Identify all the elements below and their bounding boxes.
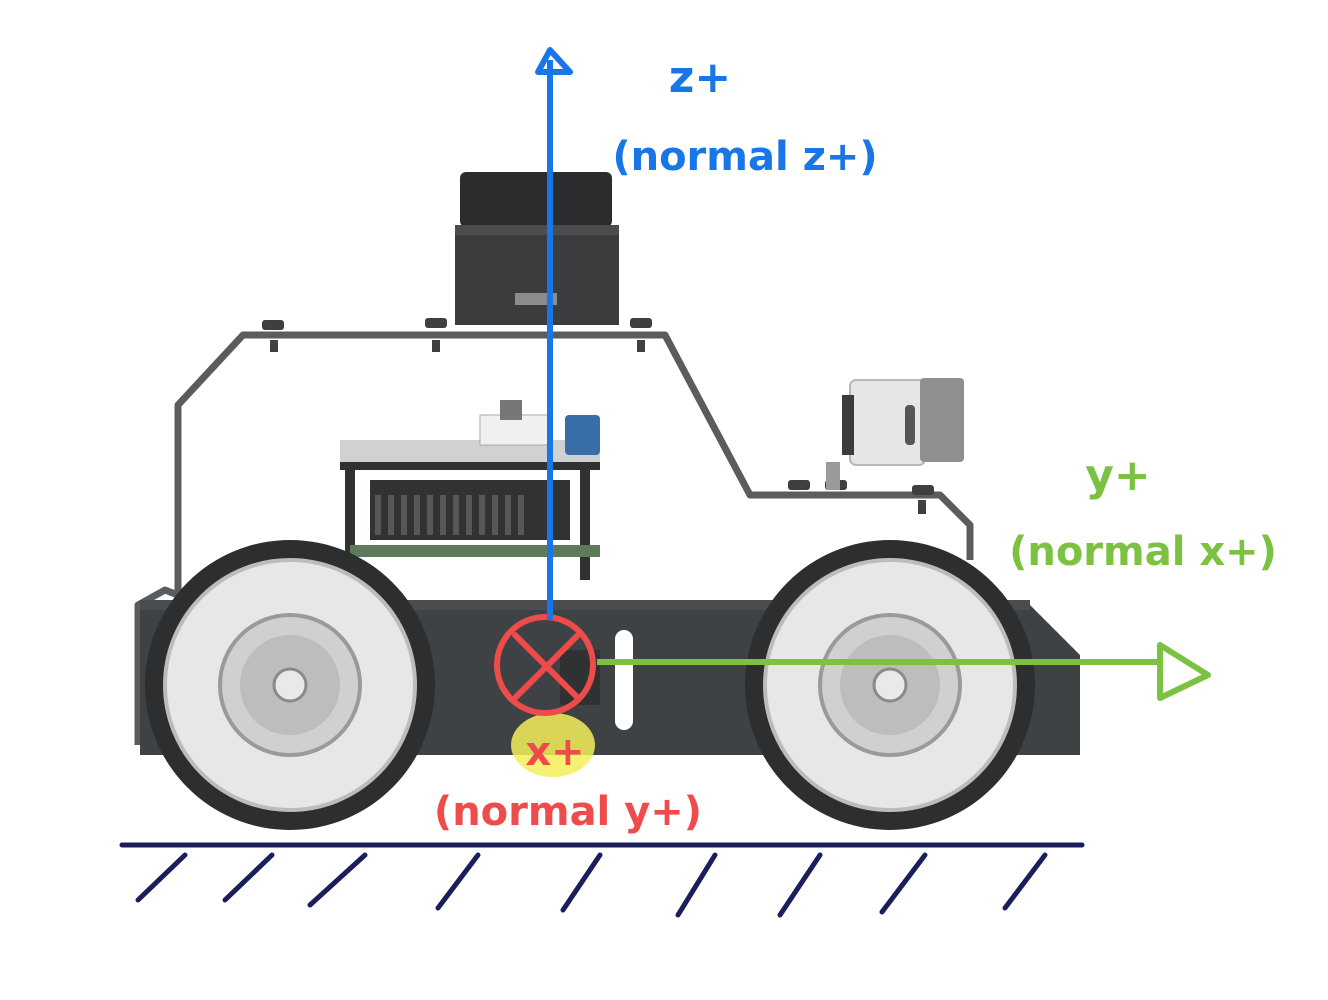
controller-boards: [340, 400, 600, 580]
camera-module: [826, 378, 964, 490]
robot-frame: [134, 331, 974, 745]
y-axis-normal-label: (normal x+): [1009, 529, 1277, 575]
x-axis-normal-label: (normal y+): [434, 789, 702, 835]
y-axis-label: y+: [1085, 450, 1151, 501]
z-axis-normal-label: (normal z+): [612, 134, 877, 180]
front-mecanum-wheel: [745, 540, 1035, 830]
ground: [119, 842, 1085, 918]
x-axis-symbol: [494, 614, 596, 716]
rear-mecanum-wheel: [145, 540, 435, 830]
z-axis-label: z+: [669, 52, 731, 103]
x-label-highlight: [511, 713, 595, 777]
z-axis-arrow: [535, 47, 573, 620]
y-axis-arrow: [597, 642, 1211, 701]
x-axis-label: x+: [525, 729, 584, 775]
robot: [134, 172, 1080, 830]
ground-hatching: [135, 852, 1048, 918]
lidar-sensor: [455, 172, 619, 325]
